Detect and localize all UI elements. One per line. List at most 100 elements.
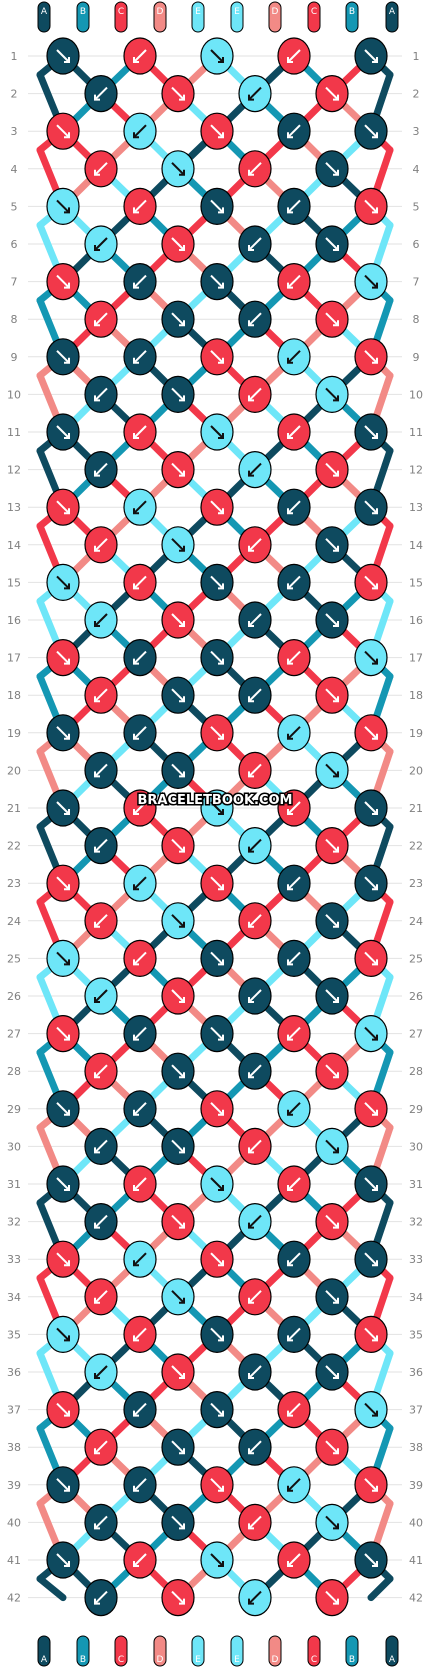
knot-arrow-head-icon <box>248 245 254 251</box>
strand-letter-top: C <box>118 7 124 17</box>
knot-arrow-icon <box>248 763 262 778</box>
knot-arrow-head-icon <box>179 1523 185 1530</box>
knot-arrow-head-icon <box>333 921 339 928</box>
strand-bottom-E <box>191 1635 205 1667</box>
knot-arrow-icon <box>364 199 378 214</box>
knot-arrow-head-icon <box>287 884 293 891</box>
row-number-left: 36 <box>7 1366 21 1379</box>
knot-arrow-icon <box>287 1026 301 1041</box>
knot-arrow-head-icon <box>372 959 378 966</box>
knot-arrow-head-icon <box>333 1222 339 1229</box>
knot-arrow-icon <box>287 1177 301 1191</box>
row-number-left: 13 <box>7 501 21 514</box>
knot-arrow-head-icon <box>287 733 293 740</box>
knot-arrow-head-icon <box>333 470 339 477</box>
knot-arrow-head-icon <box>64 1109 70 1116</box>
knot-arrow-icon <box>210 425 224 439</box>
strand-letter-top: A <box>389 7 396 17</box>
knot-arrow-head-icon <box>287 1260 293 1267</box>
strand-bottom-A <box>385 1635 399 1667</box>
knot-arrow-icon <box>325 1590 339 1605</box>
knot-arrow-head-icon <box>218 132 224 139</box>
knot-arrow-icon <box>325 838 339 853</box>
row-number-right: 2 <box>413 88 420 101</box>
knot-arrow-icon <box>325 86 339 101</box>
knot-arrow-head-icon <box>248 1598 254 1605</box>
knot-arrow-icon <box>248 613 262 627</box>
knot-arrow-head-icon <box>287 57 293 63</box>
knot-arrow-head-icon <box>64 1335 70 1342</box>
row-number-right: 10 <box>409 388 423 401</box>
knot-arrow-head-icon <box>248 771 254 778</box>
knot-arrow-head-icon <box>372 433 378 439</box>
knot-arrow-head-icon <box>218 1335 224 1342</box>
knot-arrow-head-icon <box>287 508 293 515</box>
knot-arrow-icon <box>287 124 301 138</box>
row-number-left: 30 <box>7 1140 21 1153</box>
knot-arrow-icon <box>171 1440 185 1454</box>
knot-arrow-icon <box>364 1252 378 1266</box>
row-number-left: 39 <box>7 1479 21 1492</box>
knot-arrow-head-icon <box>133 1410 139 1417</box>
knot-arrow-icon <box>94 1214 108 1229</box>
knot-arrow-icon <box>171 462 185 477</box>
knot-arrow-icon <box>56 199 70 214</box>
knot-arrow-head-icon <box>94 921 100 928</box>
knot-arrow-head-icon <box>287 1185 293 1191</box>
knot-arrow-icon <box>364 575 378 590</box>
knot-arrow-head-icon <box>94 1373 100 1379</box>
knot-arrow-icon <box>133 49 147 63</box>
knot-arrow-head-icon <box>372 508 378 515</box>
knot-arrow-icon <box>325 387 339 402</box>
knot-arrow-icon <box>248 387 262 402</box>
row-number-right: 8 <box>413 313 420 326</box>
knot-arrow-icon <box>287 1402 301 1417</box>
knot-arrow-icon <box>94 688 108 702</box>
knot-arrow-icon <box>210 650 224 665</box>
knot-arrow-icon <box>248 1139 262 1154</box>
knot-arrow-head-icon <box>179 1297 185 1304</box>
knot-arrow-icon <box>248 1440 262 1454</box>
row-number-right: 26 <box>409 990 423 1003</box>
knot-arrow-head-icon <box>133 132 139 139</box>
strand-letter-bottom: E <box>195 1655 201 1665</box>
knot-arrow-icon <box>287 1478 301 1492</box>
knot-arrow-head-icon <box>179 771 185 778</box>
row-number-right: 21 <box>409 802 423 815</box>
knot-arrow-icon <box>133 274 147 289</box>
knot-arrow-icon <box>248 989 262 1003</box>
knot-arrow-head-icon <box>372 809 378 815</box>
row-number-left: 35 <box>7 1328 21 1341</box>
knot-arrow-head-icon <box>333 94 339 101</box>
knot-arrow-head-icon <box>333 1523 339 1530</box>
strand-letter-bottom: D <box>157 1655 164 1665</box>
strand-bottom-B <box>76 1635 90 1667</box>
knot-arrow-icon <box>210 350 224 364</box>
knot-arrow-head-icon <box>248 1373 254 1379</box>
strand-top-B <box>345 1 359 33</box>
knot-arrow-head-icon <box>333 846 339 853</box>
knot-arrow-head-icon <box>248 1072 254 1079</box>
strand-letter-bottom: E <box>234 1655 240 1665</box>
knot-arrow-head-icon <box>94 1147 100 1154</box>
knot-arrow-head-icon <box>372 1034 378 1041</box>
knot-arrow-head-icon <box>133 1335 139 1342</box>
knot-arrow-head-icon <box>94 94 100 101</box>
row-number-left: 8 <box>11 313 18 326</box>
knot-arrow-head-icon <box>94 771 100 778</box>
row-number-right: 32 <box>409 1216 423 1229</box>
knot-arrow-head-icon <box>287 1034 293 1041</box>
knot-arrow-head-icon <box>64 1561 70 1567</box>
knot-arrow-icon <box>364 801 378 815</box>
knot-arrow-icon <box>287 1252 301 1266</box>
knot-arrow-icon <box>287 425 301 439</box>
knot-arrow-icon <box>248 462 262 477</box>
knot-arrow-icon <box>325 763 339 778</box>
knot-arrow-icon <box>133 1553 147 1567</box>
knot-arrow-head-icon <box>179 545 185 552</box>
knot-arrow-icon <box>287 650 301 665</box>
knot-arrow-icon <box>56 1026 70 1041</box>
knot-arrow-icon <box>94 462 108 477</box>
knot-arrow-icon <box>248 1214 262 1229</box>
knot-arrow-head-icon <box>333 1147 339 1154</box>
